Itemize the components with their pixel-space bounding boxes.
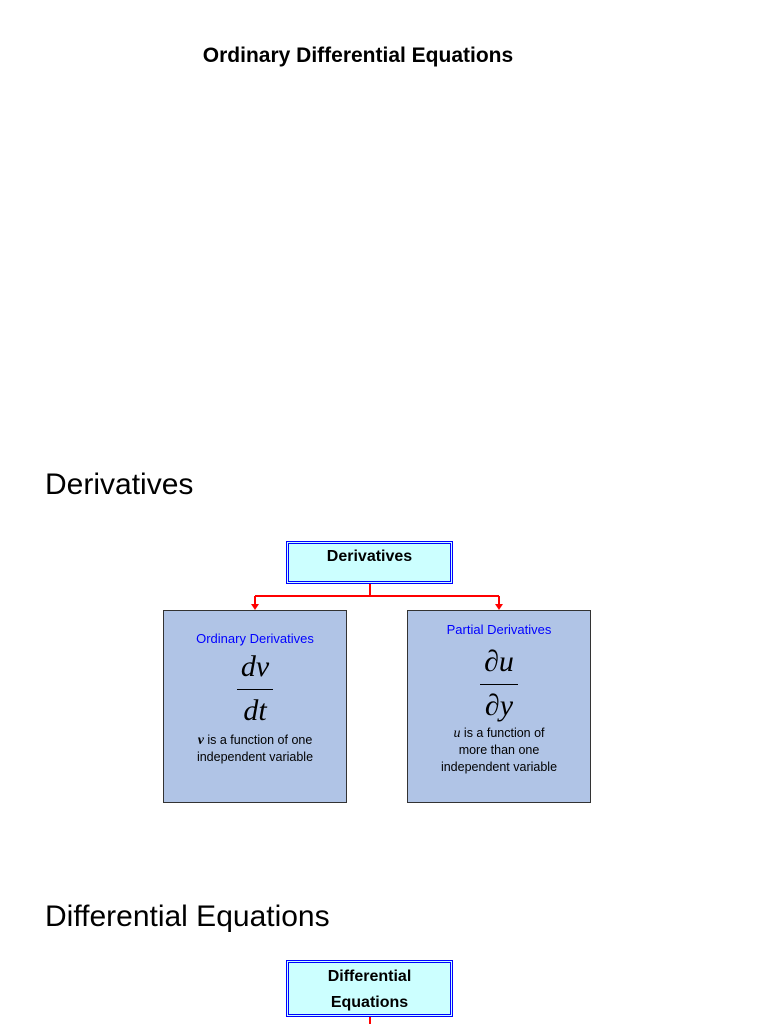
section-heading-derivatives: Derivatives bbox=[45, 468, 194, 501]
differential-equations-root-label-line-1: Differential bbox=[327, 968, 412, 985]
partial-derivative-fraction: ∂u ∂y bbox=[480, 645, 518, 723]
partial-derivatives-description: u is a function of more than one indepen… bbox=[408, 725, 590, 776]
section-heading-differential-equations: Differential Equations bbox=[45, 900, 330, 933]
differential-equations-root-box: Differential Equations bbox=[286, 960, 453, 1017]
fraction-bar bbox=[480, 683, 518, 685]
fraction-denominator: dt bbox=[243, 693, 267, 727]
ordinary-derivatives-box: Ordinary Derivatives dv dt v is a functi… bbox=[163, 610, 347, 803]
description-line-1: is a function of bbox=[460, 726, 545, 740]
document-title: Ordinary Differential Equations bbox=[202, 44, 514, 67]
partial-derivatives-box: Partial Derivatives ∂u ∂y u is a functio… bbox=[407, 610, 591, 803]
ordinary-derivatives-description: v is a function of one independent varia… bbox=[164, 732, 346, 766]
derivatives-root-label: Derivatives bbox=[326, 548, 413, 565]
fraction-bar bbox=[236, 688, 274, 690]
description-line-2: more than one bbox=[458, 743, 540, 757]
description-line-2: independent variable bbox=[196, 750, 314, 764]
ordinary-derivatives-title: Ordinary Derivatives bbox=[196, 631, 314, 646]
derivatives-root-box: Derivatives bbox=[286, 541, 453, 584]
description-line-3: independent variable bbox=[440, 760, 558, 774]
fraction-denominator: ∂y bbox=[484, 688, 514, 722]
fraction-numerator: dv bbox=[240, 650, 270, 683]
differential-equations-root-label-line-2: Equations bbox=[330, 994, 409, 1011]
ordinary-derivative-fraction: dv dt bbox=[236, 650, 274, 728]
fraction-numerator: ∂u bbox=[484, 645, 514, 678]
partial-derivatives-title: Partial Derivatives bbox=[446, 622, 552, 637]
description-line-1: is a function of one bbox=[203, 733, 313, 747]
function-variable: u bbox=[453, 726, 461, 741]
function-variable: v bbox=[197, 733, 204, 748]
